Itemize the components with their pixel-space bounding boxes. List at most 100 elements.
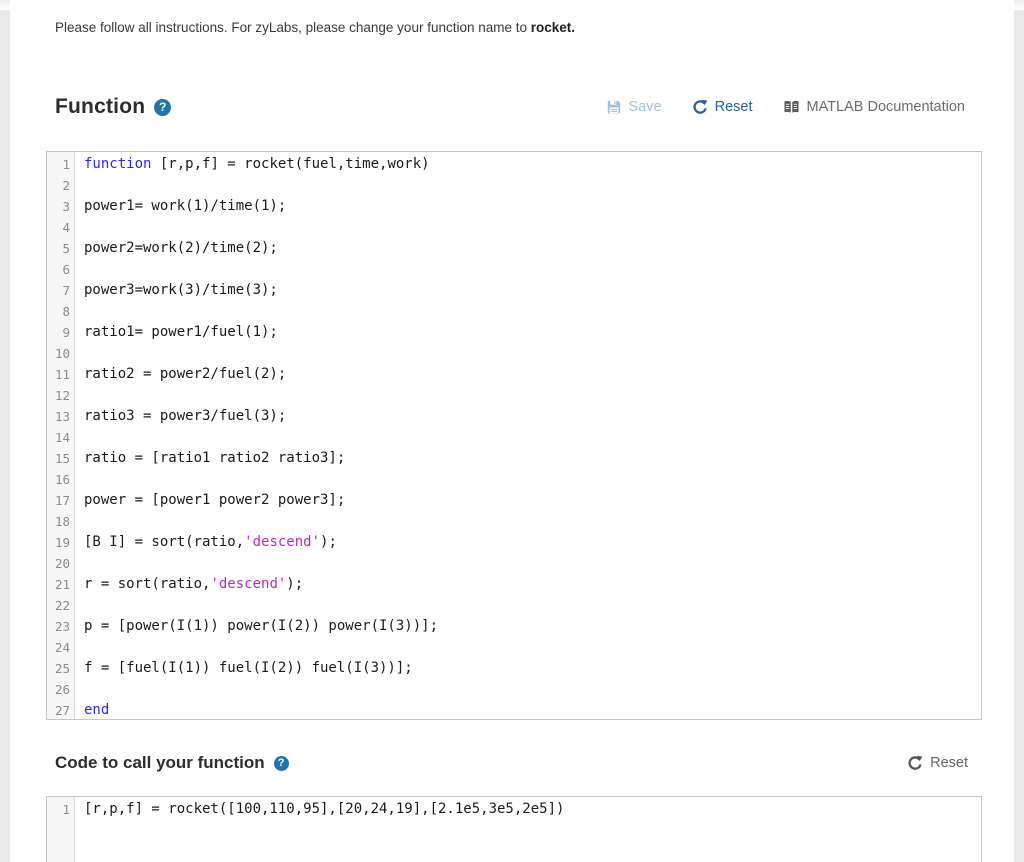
line-number: 6 [62,262,70,277]
code-token-plain: power2=work(2)/time(2); [84,240,278,256]
code-line[interactable]: p = [power(I(1)) power(I(2)) power(I(3))… [84,616,981,637]
code-token-kw: end [84,702,110,718]
save-button-label: Save [628,99,662,115]
code-token-plain [84,639,92,655]
code-line[interactable] [84,217,981,238]
line-number: 26 [54,682,70,697]
line-number-gutter: 1 [47,797,75,862]
code-token-plain: r = sort(ratio, [84,576,211,592]
line-number: 8 [62,304,70,319]
code-line[interactable]: power = [power1 power2 power3]; [84,490,981,511]
call-code-editor[interactable]: 1 [r,p,f] = rocket([100,110,95],[20,24,1… [46,796,982,862]
call-help-icon[interactable] [273,755,289,771]
code-token-plain [84,261,92,277]
book-icon [783,99,800,115]
code-line[interactable] [84,679,981,700]
code-token-str: 'descend' [210,576,287,592]
line-number: 21 [54,577,70,592]
code-line[interactable]: ratio2 = power2/fuel(2); [84,364,981,385]
code-token-plain: [B I] = sort(ratio, [84,534,245,550]
code-line[interactable] [84,511,981,532]
code-line[interactable] [84,175,981,196]
line-number: 20 [54,556,70,571]
line-number: 9 [62,325,70,340]
code-line[interactable] [84,385,981,406]
code-line[interactable]: f = [fuel(I(1)) fuel(I(2)) fuel(I(3))]; [84,658,981,679]
call-section-header: Code to call your function Reset [46,753,982,773]
code-line[interactable]: power3=work(3)/time(3); [84,280,981,301]
code-line[interactable] [84,343,981,364]
code-token-plain: p = [power(I(1)) power(I(2)) power(I(3))… [84,618,439,634]
code-line[interactable]: function [r,p,f] = rocket(fuel,time,work… [84,154,981,175]
code-area[interactable]: function [r,p,f] = rocket(fuel,time,work… [75,152,981,719]
code-line[interactable] [84,469,981,490]
code-line[interactable]: ratio3 = power3/fuel(3); [84,406,981,427]
line-number: 23 [54,619,70,634]
code-area[interactable]: [r,p,f] = rocket([100,110,95],[20,24,19]… [75,797,981,862]
code-line[interactable]: r = sort(ratio,'descend'); [84,574,981,595]
code-token-plain: power1= work(1)/time(1); [84,198,287,214]
code-line[interactable]: power1= work(1)/time(1); [84,196,981,217]
line-number: 1 [62,157,70,172]
code-line[interactable] [84,595,981,616]
save-icon [606,99,622,115]
editor-toolbar: Save Reset [606,99,965,115]
instructions: Please follow all instructions. For zyLa… [46,20,982,35]
call-reset-label: Reset [930,755,968,771]
code-token-plain: ); [286,576,304,592]
code-token-plain [84,555,92,571]
matlab-documentation-button[interactable]: MATLAB Documentation [783,99,965,115]
code-token-plain: [r,p,f] = rocket([100,110,95],[20,24,19]… [84,801,565,817]
reset-button-label: Reset [714,99,753,115]
line-number: 25 [54,661,70,676]
code-token-plain [84,219,92,235]
line-number: 15 [54,451,70,466]
code-line[interactable] [84,259,981,280]
code-token-plain [84,177,92,193]
function-section-title: Function [55,95,146,118]
code-line[interactable]: [r,p,f] = rocket([100,110,95],[20,24,19]… [84,799,981,820]
line-number: 12 [54,388,70,403]
reset-icon [692,99,708,115]
code-line[interactable]: ratio1= power1/fuel(1); [84,322,981,343]
code-token-str: 'descend' [244,534,321,550]
code-line[interactable] [84,301,981,322]
code-line[interactable]: power2=work(2)/time(2); [84,238,981,259]
line-number: 13 [54,409,70,424]
line-number: 7 [62,283,70,298]
line-number: 22 [54,598,70,613]
code-line[interactable]: ratio = [ratio1 ratio2 ratio3]; [84,448,981,469]
instructions-text: Please follow all instructions. For zyLa… [55,20,531,35]
code-token-plain: ); [320,534,337,550]
code-token-plain: ratio = [ratio1 ratio2 ratio3]; [84,450,346,466]
code-token-plain: power3=work(3)/time(3); [84,282,278,298]
code-token-plain: power = [power1 power2 power3]; [84,492,346,508]
line-number: 19 [54,535,70,550]
line-number: 18 [54,514,70,529]
code-line[interactable]: [B I] = sort(ratio,'descend'); [84,532,981,553]
code-line[interactable] [84,637,981,658]
code-token-plain [84,345,92,361]
line-number: 4 [62,220,70,235]
code-token-plain: [r,p,f] = rocket(fuel,time,work) [151,156,430,172]
code-line[interactable] [84,427,981,448]
code-line[interactable]: end [84,700,981,719]
code-token-plain: ratio3 = power3/fuel(3); [84,408,287,424]
save-button[interactable]: Save [606,99,662,115]
line-number: 14 [54,430,70,445]
code-line[interactable] [84,553,981,574]
function-help-icon[interactable] [154,98,172,116]
call-reset-button[interactable]: Reset [907,755,968,771]
line-number: 27 [54,703,70,718]
code-token-kw: function [84,156,152,172]
code-token-plain: ratio1= power1/fuel(1); [84,324,278,340]
line-number: 24 [54,640,70,655]
code-token-plain: ratio2 = power2/fuel(2); [84,366,287,382]
line-number: 5 [62,241,70,256]
line-number: 3 [62,199,70,214]
call-section-title: Code to call your function [55,753,265,772]
call-reset-icon [907,755,923,771]
reset-button[interactable]: Reset [692,99,753,115]
zylab-function-panel: Please follow all instructions. For zyLa… [10,0,1014,862]
